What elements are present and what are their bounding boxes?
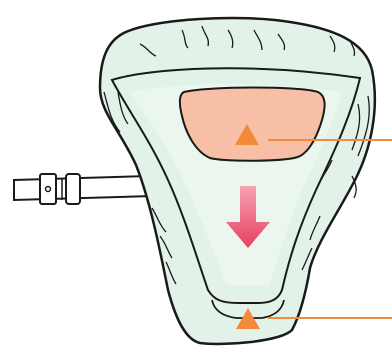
upper-pad xyxy=(180,88,325,161)
side-strap xyxy=(14,174,152,204)
seat-insert xyxy=(100,18,375,344)
